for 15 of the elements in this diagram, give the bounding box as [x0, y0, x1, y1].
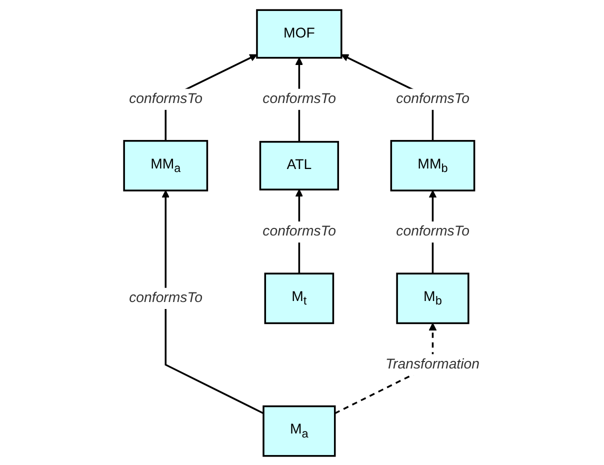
- arrow: [162, 190, 264, 414]
- node-box: MM$_{b}$: [390, 139, 476, 191]
- edge-label: conformsTo: [129, 90, 202, 106]
- edge-label: Transformation: [385, 356, 480, 372]
- edge-label: conformsTo: [129, 290, 202, 305]
- edge-label: conformsTo: [396, 90, 470, 106]
- node-box: MM$_{a}$: [123, 139, 208, 191]
- node-box: ATL: [259, 140, 339, 190]
- edge-label: conformsTo: [262, 90, 336, 106]
- node-box: M$_{b}$: [396, 272, 470, 324]
- edge-label: conformsTo: [262, 224, 336, 239]
- edge-label: conformsTo: [396, 224, 470, 239]
- node-box: M$_{a}$: [262, 404, 336, 456]
- node-box: MOF: [256, 8, 342, 58]
- node-box: M$_{t}$: [264, 272, 334, 324]
